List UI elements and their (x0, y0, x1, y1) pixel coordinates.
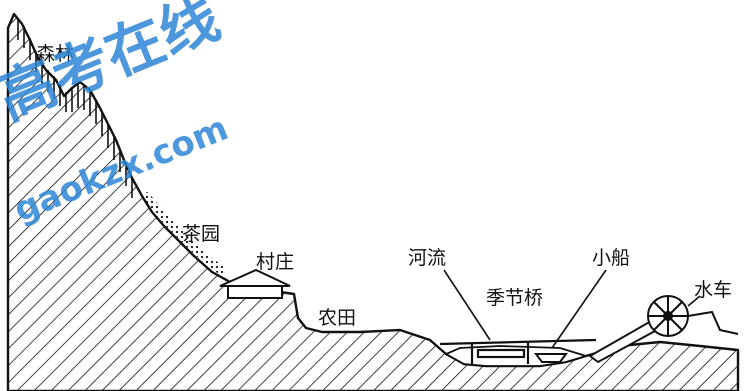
label-seasonal-bridge: 季节桥 (486, 287, 543, 309)
tea-garden-area (140, 192, 226, 276)
waterwheel (588, 295, 739, 364)
label-farmland: 农田 (318, 307, 356, 329)
forest-vegetation (17, 18, 133, 198)
watermark-main: 高考在线 (0, 0, 228, 133)
village-house (219, 268, 291, 299)
leader-lines (443, 269, 701, 349)
label-forest: 森林 (36, 43, 74, 65)
label-boat: 小船 (592, 247, 630, 269)
label-waterwheel: 水车 (694, 279, 732, 301)
label-village: 村庄 (256, 251, 294, 273)
small-boat (534, 353, 568, 363)
seasonal-bridge (439, 338, 597, 364)
label-tea-garden: 茶园 (182, 223, 220, 245)
label-river: 河流 (408, 247, 446, 269)
